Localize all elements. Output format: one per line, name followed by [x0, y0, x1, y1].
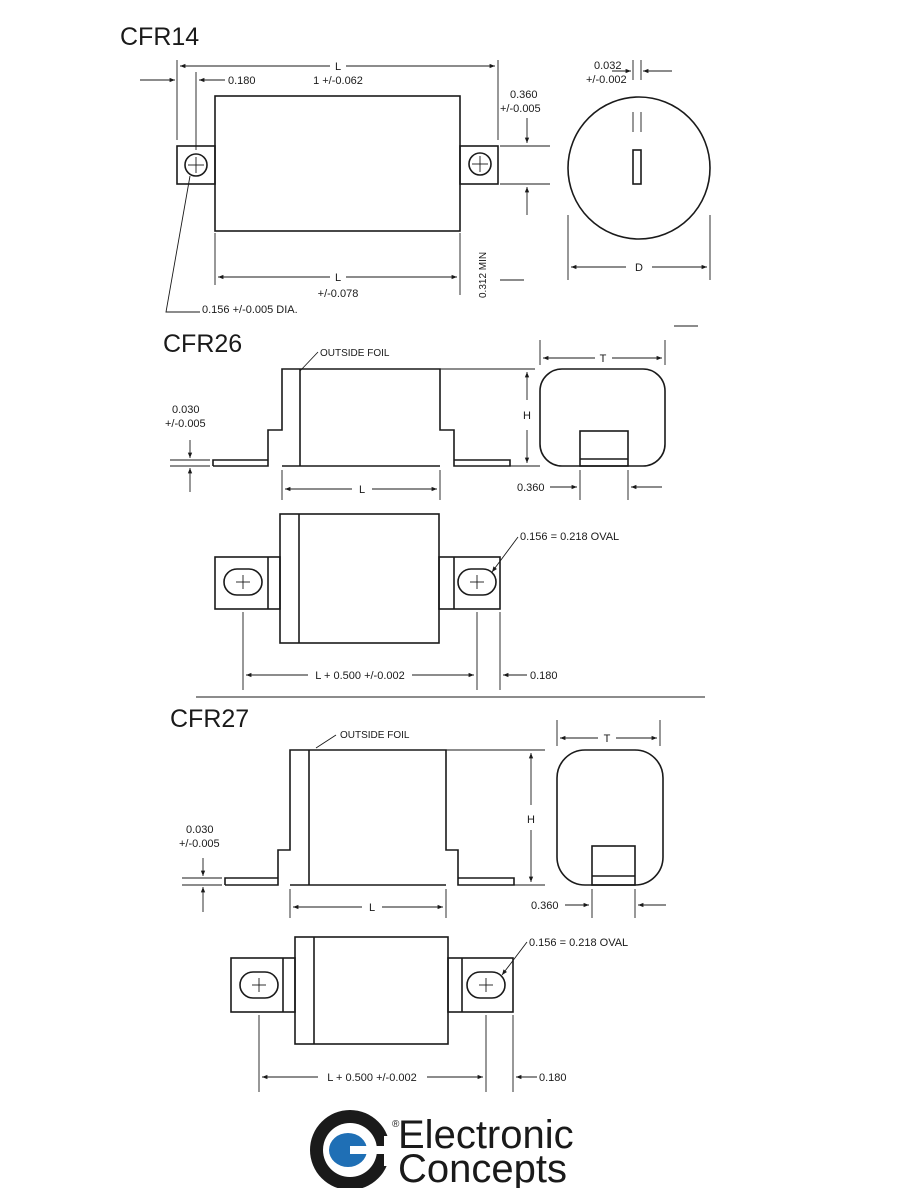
cfr26-thickness-tol: +/-0.005 [165, 418, 206, 430]
logo-mark-icon [310, 1110, 392, 1188]
cfr26-left-tab [214, 556, 281, 610]
brand-line-1: Electronic [398, 1113, 574, 1157]
cfr26-end-tab [579, 430, 629, 467]
electronic-concepts-logo: ® Electronic Concepts [310, 1110, 574, 1188]
cfr14-body-length-label: L [335, 272, 341, 284]
cfr26-tab-width: 0.360 [517, 482, 545, 494]
cfr27-width-label: T [604, 733, 611, 745]
cfr27-end-view [556, 749, 664, 886]
cfr14-right-hole [468, 152, 492, 176]
cfr14-left-hole [184, 153, 208, 177]
cfr27-outside-foil: OUTSIDE FOIL [340, 730, 410, 741]
cfr14-title: CFR14 [120, 23, 199, 51]
cfr26-overall: L + 0.500 +/-0.002 [315, 670, 405, 682]
cfr26-tab-offset: 0.180 [530, 670, 558, 682]
cfr27-left-tab [230, 957, 296, 1013]
cfr14-tab-offset: 0.180 [228, 75, 256, 87]
cfr14-section: CFR14 L 1 +/-0.062 0.180 [120, 23, 711, 316]
cfr14-body-length-tol: +/-0.078 [318, 288, 359, 300]
cfr14-tab-height: 0.360 [510, 89, 538, 101]
cfr27-right-oval [466, 971, 506, 999]
cfr26-side-view [212, 368, 511, 467]
cfr26-top-view [279, 513, 440, 644]
cfr14-length-tol: 1 +/-0.062 [313, 75, 363, 87]
cfr27-end-tab [591, 845, 636, 886]
cfr27-oval: 0.156 = 0.218 OVAL [529, 937, 628, 949]
cfr14-hole-dia: 0.156 +/-0.005 DIA. [202, 304, 298, 316]
brand-line-2: Concepts [398, 1147, 567, 1188]
cfr26-left-oval [223, 568, 263, 596]
cfr14-end-view [567, 96, 711, 240]
cfr14-length-label: L [335, 61, 341, 73]
cfr26-thickness: 0.030 [172, 404, 200, 416]
cfr26-width-label: T [600, 353, 607, 365]
cfr27-top-view [294, 936, 449, 1045]
cfr14-body [214, 95, 461, 232]
cfr14-lead-thick: 0.032 [594, 60, 622, 72]
cfr27-tab-offset: 0.180 [539, 1072, 567, 1084]
cfr27-height-label: H [527, 814, 535, 826]
cfr14-right-tab [459, 145, 499, 185]
cfr26-outside-foil: OUTSIDE FOIL [320, 348, 390, 359]
cfr27-section: CFR27 OUTSIDE FOIL H 0.030 +/-0.005 L T [170, 705, 666, 1092]
cfr26-height-label: H [523, 410, 531, 422]
cfr14-tab-height-tol: +/-0.005 [500, 103, 541, 115]
cfr27-right-tab [447, 957, 514, 1013]
logo-registered-mark: ® [392, 1119, 400, 1130]
cfr14-min-label: 0.312 MIN [478, 252, 489, 298]
cfr26-length-label: L [359, 484, 365, 496]
cfr26-section: CFR26 OUTSIDE FOIL H 0.030 +/-0.005 L T [163, 330, 666, 690]
cfr27-tab-width: 0.360 [531, 900, 559, 912]
cfr26-title: CFR26 [163, 330, 242, 358]
cfr14-lead-thick-tol: +/-0.002 [586, 74, 627, 86]
cfr27-side-view [224, 749, 515, 886]
cfr27-length-label: L [369, 902, 375, 914]
cfr26-end-view [539, 368, 666, 467]
cfr14-diameter-label: D [635, 262, 643, 274]
cfr26-right-tab [438, 556, 501, 610]
cfr27-thickness-tol: +/-0.005 [179, 838, 220, 850]
cfr27-title: CFR27 [170, 705, 249, 733]
cfr27-left-oval [239, 971, 279, 999]
cfr14-lead [632, 149, 642, 185]
cfr27-overall: L + 0.500 +/-0.002 [327, 1072, 417, 1084]
cfr27-thickness: 0.030 [186, 824, 214, 836]
cfr26-oval: 0.156 = 0.218 OVAL [520, 531, 619, 543]
cfr26-right-oval [457, 568, 497, 596]
